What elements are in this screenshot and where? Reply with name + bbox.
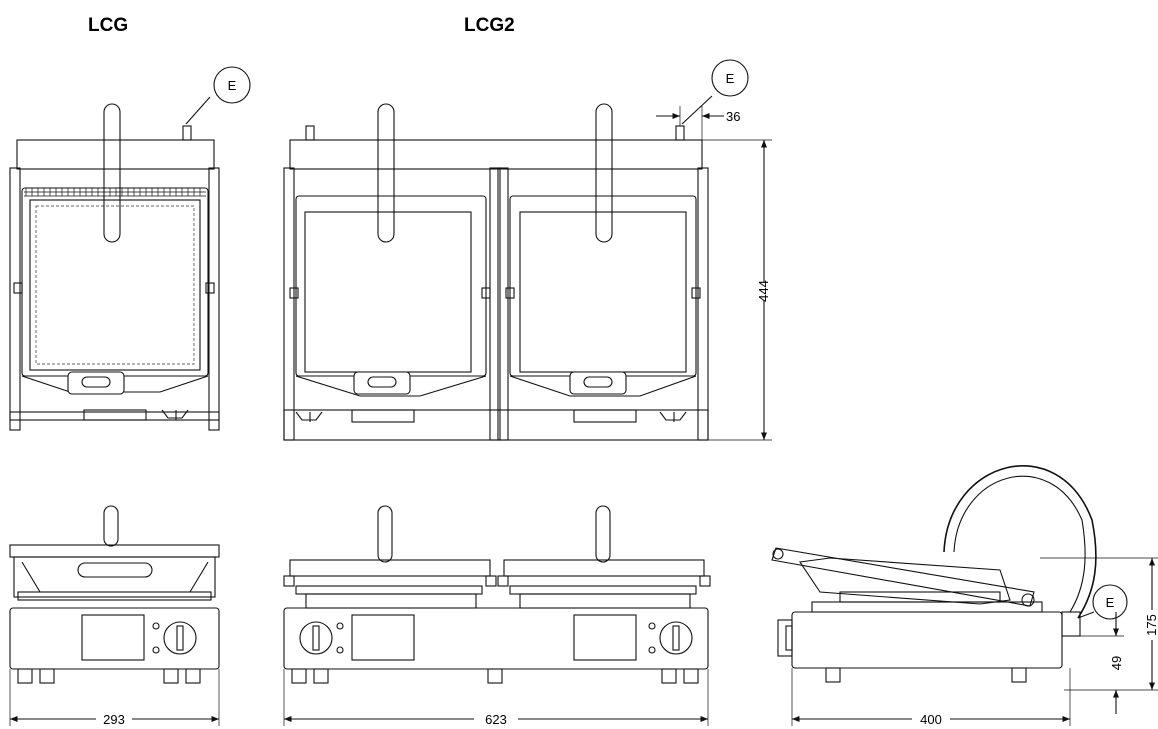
lcg-front-view: 293 [9, 505, 220, 727]
dim-175: 175 [1144, 614, 1158, 636]
callout-e-lcg [213, 66, 251, 104]
callout-e-side [1092, 584, 1128, 620]
callout-e-lcg-label: E [228, 78, 237, 93]
dim-293: 293 [103, 712, 125, 727]
dim-444: 444 [756, 280, 771, 302]
title-lcg: LCG [88, 15, 128, 36]
title-lcg2: LCG2 [464, 15, 515, 36]
callout-e-lcg2 [711, 59, 749, 97]
side-view: E 175 49 400 [771, 465, 1158, 727]
dim-36: 36 [726, 109, 740, 124]
callout-e-lcg2-label: E [726, 71, 735, 86]
callout-e-side-label: E [1106, 595, 1115, 610]
dim-623: 623 [485, 712, 507, 727]
dim-400: 400 [920, 712, 942, 727]
dim-49: 49 [1109, 656, 1124, 670]
lcg2-front-view: 623 [283, 505, 711, 727]
lcg-top-view: E [9, 66, 251, 431]
lcg2-top-view: E 36 444 [283, 59, 772, 441]
